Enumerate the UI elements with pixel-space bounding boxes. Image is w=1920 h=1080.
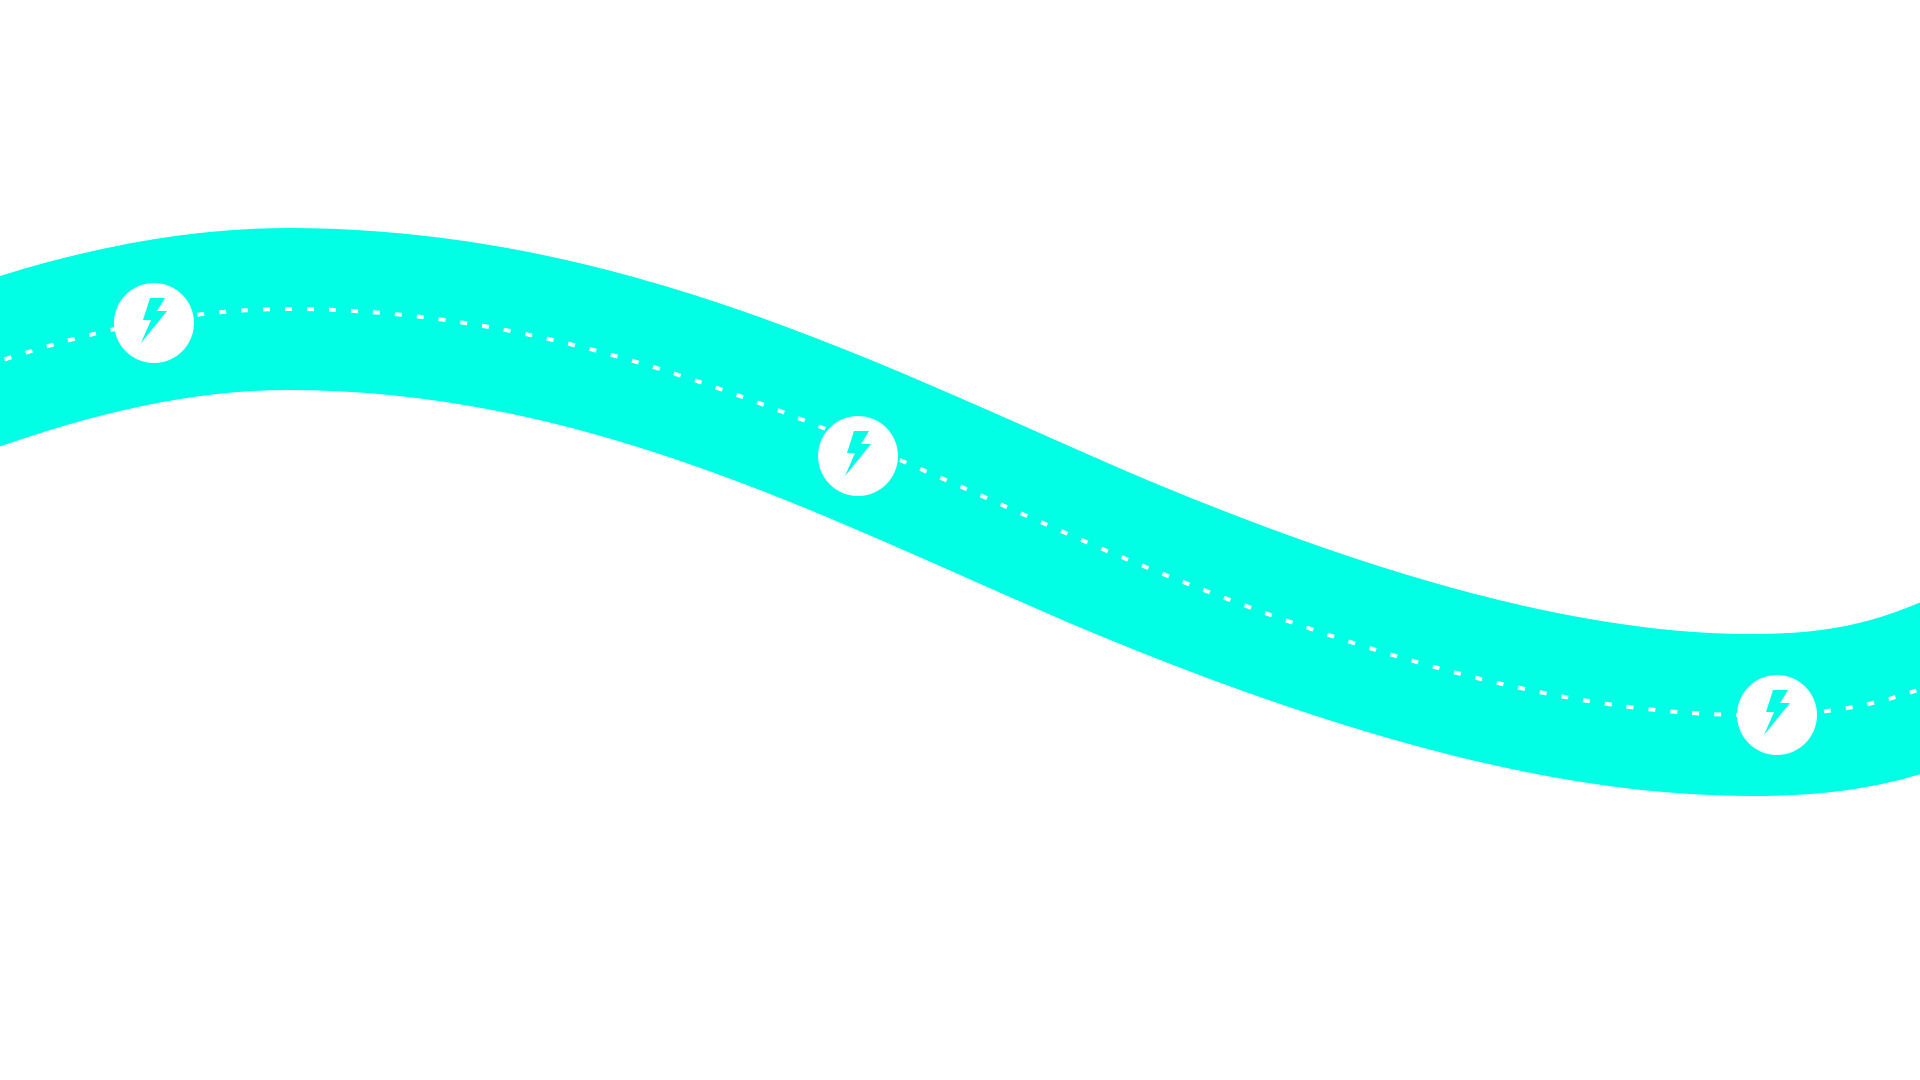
lightning-bolt-icon <box>845 431 871 476</box>
lightning-bolt-icon <box>141 298 167 343</box>
marker-2 <box>818 416 898 496</box>
wave-band <box>0 227 1920 797</box>
marker-1 <box>114 283 194 363</box>
lightning-bolt-icon <box>1764 690 1790 735</box>
marker-3 <box>1737 675 1817 755</box>
